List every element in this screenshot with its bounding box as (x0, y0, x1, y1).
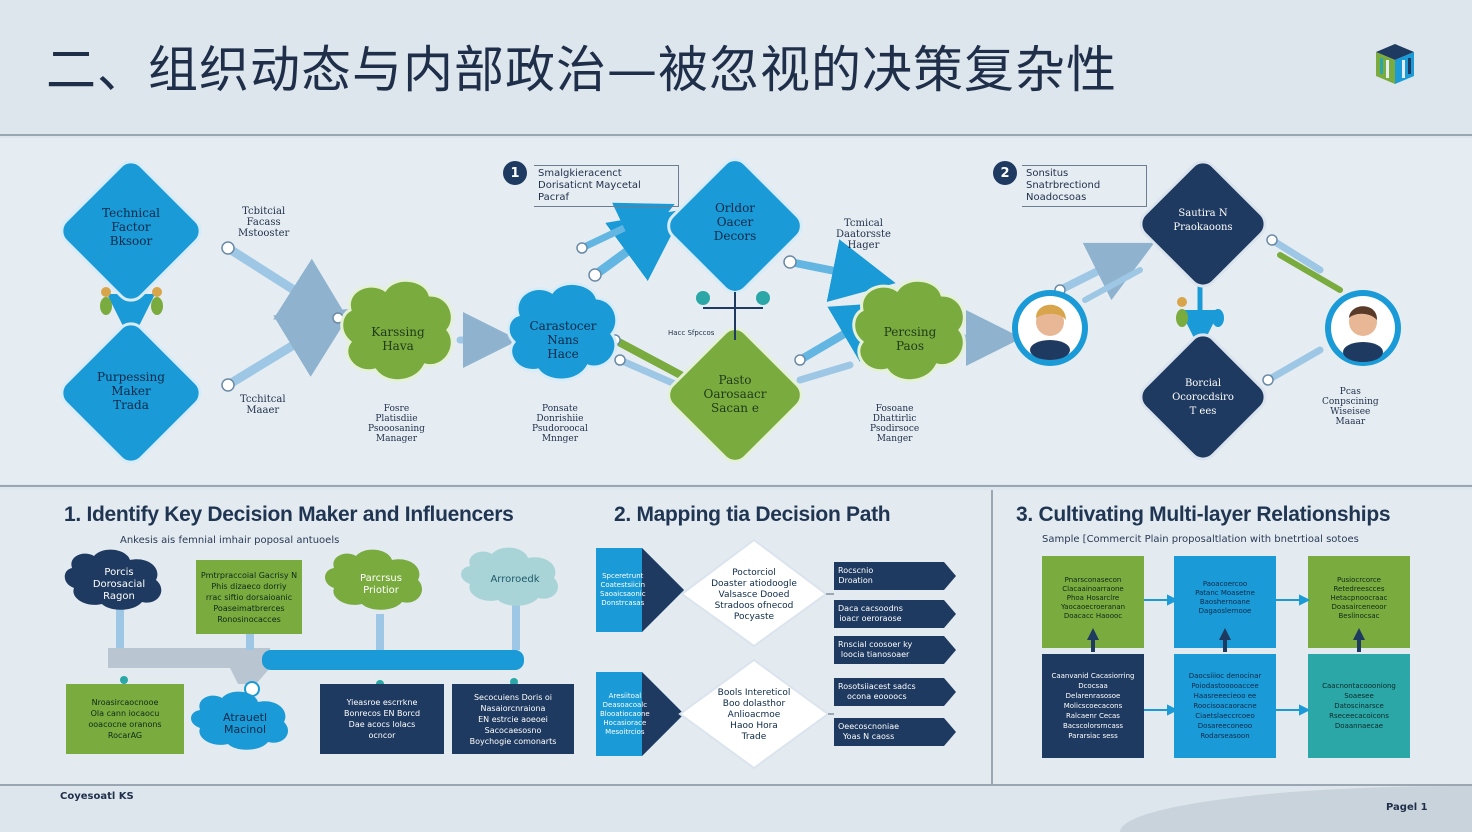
box-navy-1 (320, 684, 444, 754)
arrow-tag-2-text: Daca cacsoodns ioacr oeroraose (838, 604, 903, 623)
cloud-parcrsus (325, 549, 423, 610)
label-fosoane: Fosoane Dhattirlic Psodirsoce Manger (870, 404, 920, 444)
header-rule (0, 134, 1472, 136)
diamond-pasto (667, 327, 803, 463)
diamond-bools (678, 658, 830, 770)
arrow-tag-4-text: Rosotsiiacest sadcs ocona eoooocs (838, 682, 916, 701)
blob-percsing (852, 278, 966, 383)
diamond-orldor (667, 158, 803, 294)
box-green-top (196, 560, 302, 634)
page-number: Pagel 1 (1386, 802, 1428, 813)
people-icon-center (696, 281, 770, 340)
grid-cell-6 (1308, 654, 1410, 758)
diamond-borcial (1139, 333, 1267, 461)
callout-2: Sonsitus Snatrbrectiond Noadocsoas (1022, 165, 1147, 207)
arrow-tag-5-text: Oeecoscnoniae Yoas N caoss (838, 722, 900, 741)
cloud-porcis (64, 549, 162, 610)
diamond-bools-text: Bools Intereticol Boo dolasthor Anlioacm… (717, 687, 791, 742)
label-tcmical: Tcmical Daatorsste Hager (836, 218, 891, 251)
grid-cell-2-text: Paoacoercoo Patanc Moasetne Baoshernoane… (1195, 580, 1255, 615)
footer-copyright: Coyesoatl KS (60, 791, 134, 802)
label-ponsate: Ponsate Donrishiie Psudoroocal Mnnger (532, 404, 588, 444)
small-tag: Hacc Sfpccos (668, 329, 715, 337)
label-pcas: Pcas Conpscining Wiseisee Maaar (1322, 387, 1379, 427)
arrow-tag-3 (834, 636, 956, 664)
left-tag-1-text: Spceretrunt Coatestsiicin Saoaicsaonic D… (600, 572, 646, 607)
avatar-right (1325, 290, 1401, 366)
cloud-arroroedk-label: Arroroedk (490, 574, 540, 585)
section-3-subtitle: Sample [Commercit Plain proposaltlation … (1042, 534, 1359, 545)
middle-rule (0, 485, 1472, 487)
blob-carastocer (506, 281, 619, 382)
people-icon-right (1176, 297, 1224, 327)
step-2-badge: 2 (993, 161, 1017, 185)
diamond-sautira (1139, 160, 1267, 288)
label-fosre: Fosre Platisdiie Psooosaning Manager (368, 404, 425, 444)
grid-cell-5-text: Daocsiiioc denocinar Poiodastooooaccee H… (1188, 672, 1262, 740)
section-3-title: 3. Cultivating Multi-layer Relationships (1016, 503, 1391, 526)
callout-1: Smalgkieracenct Dorisaticnt Maycetal Pac… (534, 165, 679, 207)
blob-karssing (340, 278, 454, 383)
left-tag-2-text: Aresiitoal Deasoacoalc Blooatiocaone Hoc… (600, 691, 650, 736)
box-green-bottom-text: Nroasircaocnooe Ola cann iocaocu ooacocn… (88, 698, 162, 740)
people-icon-left (100, 287, 163, 315)
label-technical-facass: Tcbitcial Facass Mstooster (238, 206, 290, 239)
arrow-tag-5 (834, 718, 956, 746)
arrow-tag-1-text: Rocscnio Droation (838, 566, 874, 585)
page-title: 二、组织动态与内部政治—被忽视的决策复杂性 (46, 41, 1117, 99)
arrow-tag-4 (834, 678, 956, 706)
cloud-arroroedk (461, 547, 559, 606)
diamond-poctorciol-text: Poctorciol Doaster atiodoogle Valsasce D… (711, 567, 797, 622)
step-1-badge: 1 (503, 161, 527, 185)
cloud-porcis-label: Porcis Dorosacial Ragon (92, 567, 146, 602)
joint-dots (221, 234, 1278, 392)
avatar-left (1012, 290, 1088, 366)
section-1-title: 1. Identify Key Decision Maker and Influ… (64, 503, 514, 526)
arrow-tag-3-text: Rnscial coosoer ky loocia tianosoaer (838, 640, 913, 659)
diamond-poctorciol (680, 538, 828, 648)
grid-cell-5 (1174, 654, 1276, 758)
box-navy-2 (452, 684, 574, 754)
grid-cell-4 (1042, 654, 1144, 758)
box-navy-2-text: Secocuiens Doris oi Nasaiorcnraiona EN e… (469, 692, 557, 746)
box-navy-1-text: Yieasroe escrrkne Bonrecos EN Borcd Dae … (343, 698, 421, 740)
grid-cell-1-text: Pnarsconasecon Clacaainoarraone Phoa Hos… (1060, 575, 1126, 620)
cloud-atrauetl (191, 691, 289, 750)
arrow-tag-2 (834, 600, 956, 628)
cube-logo-icon (1376, 44, 1414, 84)
grid-cell-6-text: Caacnontacoooniong Soaesee Datoscinarsce… (1322, 682, 1396, 730)
section-1-subtitle: Ankesis ais femnial imhair poposal antuo… (120, 535, 340, 546)
section-2-title: 2. Mapping tia Decision Path (614, 503, 891, 526)
diamond-purpessing-maker (60, 322, 202, 464)
grid-cell-4-text: Caanvanid Cacasiorring Dcocsaa Delarenra… (1051, 672, 1135, 740)
label-technical-maaer: Tcchitcal Maaer (240, 394, 286, 416)
divider-right (991, 490, 993, 784)
arrow-tag-1 (834, 562, 956, 590)
cloud-parcrsus-label: Parcrsus Priotior (360, 573, 402, 596)
cloud-atrauetl-label: Atrauetl Macinol (222, 711, 268, 736)
footer-rule (0, 784, 1472, 786)
box-green-bottom (66, 684, 184, 754)
diamond-technical-factor (60, 160, 202, 302)
box-green-top-text: Pmtrpraccoial Gacrisy N Phis dizaeco dor… (200, 570, 298, 624)
grid-cell-3-text: Pusiocrcorce Retedreescces Hetacpnoocraa… (1330, 575, 1388, 620)
